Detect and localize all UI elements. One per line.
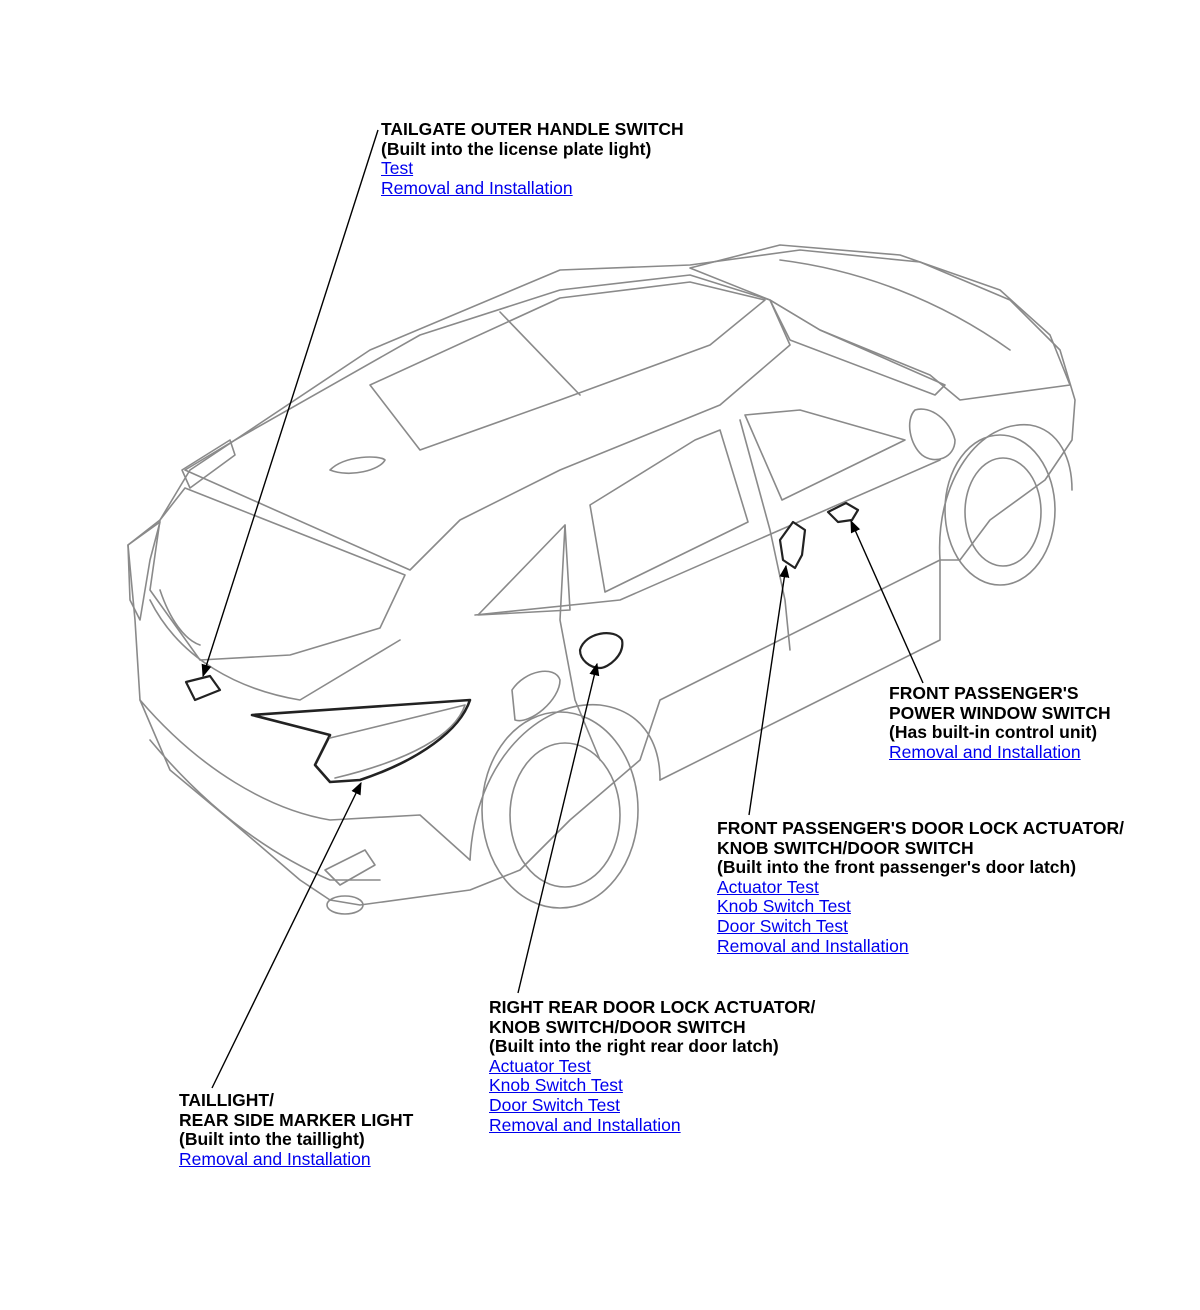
front-wheel-rim — [964, 457, 1042, 567]
front-door-seam — [739, 419, 791, 651]
left-taillight — [127, 521, 161, 621]
front-wheel-arch — [938, 424, 1073, 561]
roof-antenna — [329, 456, 386, 475]
link-tailgate-removal-installation[interactable]: Removal and Installation — [381, 177, 573, 198]
leader-line-front-window — [850, 519, 924, 684]
rear-door-seam — [559, 524, 601, 761]
sunroof — [369, 281, 766, 451]
body-outline — [127, 249, 1076, 906]
callout-note-line: (Built into the taillight) — [179, 1129, 365, 1150]
callout-title-line: FRONT PASSENGER'S DOOR LOCK ACTUATOR/ — [717, 818, 1124, 838]
hood-crease — [779, 259, 1011, 351]
callout-title-line: REAR SIDE MARKER LIGHT — [179, 1109, 414, 1130]
callout-title-line: FRONT PASSENGER'S — [889, 683, 1079, 703]
rear-wheel-rim — [509, 742, 621, 888]
leader-line-taillight — [211, 781, 362, 1089]
callout-title-line: TAILGATE OUTER HANDLE SWITCH — [381, 119, 684, 139]
rear-door-window — [589, 429, 749, 593]
callout-taillight-rear-side-marker-light: TAILLIGHT/ REAR SIDE MARKER LIGHT (Built… — [179, 1090, 414, 1169]
rear-bumper — [139, 699, 471, 861]
callout-front-passenger-door-lock-actuator: FRONT PASSENGER'S DOOR LOCK ACTUATOR/ KN… — [717, 818, 1124, 956]
side-mirror — [908, 408, 956, 461]
link-front-door-removal-installation[interactable]: Removal and Installation — [717, 935, 909, 956]
bumper-lower — [149, 739, 381, 881]
rear-window — [149, 487, 406, 661]
link-front-door-door-switch-test[interactable]: Door Switch Test — [717, 915, 848, 936]
callout-title-line: RIGHT REAR DOOR LOCK ACTUATOR/ — [489, 997, 816, 1017]
fuel-door — [511, 670, 561, 722]
rear-quarter-window — [477, 524, 571, 616]
exhaust-tip — [326, 895, 364, 915]
callout-title-line: KNOB SWITCH/DOOR SWITCH — [717, 837, 974, 858]
callout-front-passenger-power-window-switch: FRONT PASSENGER'S POWER WINDOW SWITCH (H… — [889, 683, 1111, 762]
front-door-window — [744, 409, 906, 501]
link-rear-door-knob-switch-test[interactable]: Knob Switch Test — [489, 1075, 623, 1096]
rocker-panel — [659, 559, 941, 781]
leader-line-rear-door — [517, 662, 600, 994]
link-rear-door-removal-installation[interactable]: Removal and Installation — [489, 1114, 681, 1135]
leader-line-front-door — [748, 564, 790, 816]
link-tailgate-test[interactable]: Test — [381, 158, 414, 179]
callout-title-line: KNOB SWITCH/DOOR SWITCH — [489, 1016, 746, 1037]
hood — [689, 244, 1071, 401]
right-taillight-inner — [329, 704, 466, 779]
roof-spoiler — [181, 439, 236, 489]
link-front-door-knob-switch-test[interactable]: Knob Switch Test — [717, 896, 851, 917]
link-taillight-removal-installation[interactable]: Removal and Installation — [179, 1148, 371, 1169]
beltline — [474, 459, 941, 616]
front-door-latch — [778, 520, 807, 570]
power-window-switch — [826, 501, 860, 524]
link-rear-door-door-switch-test[interactable]: Door Switch Test — [489, 1094, 620, 1115]
license-plate-light-switch — [184, 674, 222, 702]
callout-note-line: (Has built-in control unit) — [889, 722, 1098, 743]
sunroof-divider — [499, 311, 581, 396]
callout-note-line: (Built into the right rear door latch) — [489, 1036, 779, 1057]
callout-note-line: (Built into the license plate light) — [381, 138, 652, 159]
tailgate-lower — [149, 599, 401, 701]
callout-right-rear-door-lock-actuator: RIGHT REAR DOOR LOCK ACTUATOR/ KNOB SWIT… — [489, 997, 816, 1135]
callout-title-line: POWER WINDOW SWITCH — [889, 702, 1111, 723]
link-window-switch-removal-installation[interactable]: Removal and Installation — [889, 741, 1081, 762]
callout-title-line: TAILLIGHT/ — [179, 1090, 274, 1110]
right-taillight — [250, 698, 472, 784]
rear-wheel-arch — [469, 704, 661, 861]
leader-line-tailgate — [201, 129, 379, 678]
link-rear-door-actuator-test[interactable]: Actuator Test — [489, 1055, 591, 1076]
roof — [184, 274, 791, 571]
vehicle-line-art — [127, 244, 1076, 915]
rear-reflector — [324, 849, 376, 886]
a-pillar — [769, 299, 946, 396]
callout-note-line: (Built into the front passenger's door l… — [717, 857, 1077, 878]
front-wheel — [944, 434, 1056, 586]
rear-wiper — [159, 589, 201, 646]
rear-door-handle — [578, 632, 624, 670]
callout-tailgate-outer-handle-switch: TAILGATE OUTER HANDLE SWITCH (Built into… — [381, 119, 684, 198]
rear-wheel — [481, 711, 639, 909]
link-front-door-actuator-test[interactable]: Actuator Test — [717, 876, 819, 897]
